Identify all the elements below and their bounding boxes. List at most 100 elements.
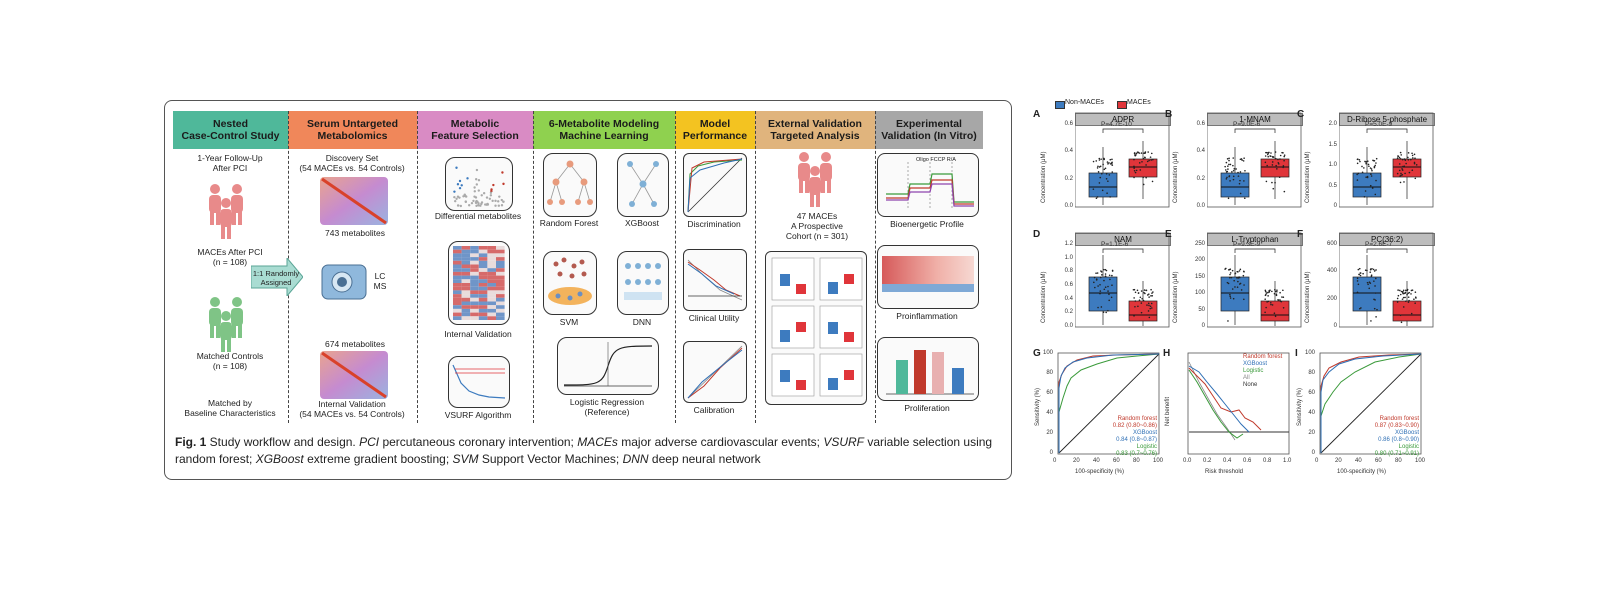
legend-swatch xyxy=(1117,101,1127,109)
assign-arrow-icon xyxy=(251,258,303,296)
workflow-column: Serum Untargeted Metabolomics xyxy=(288,111,417,423)
p-value-label: P=1.1E-6 xyxy=(1101,241,1129,248)
column-header: Experimental Validation (In Vitro) xyxy=(875,111,983,149)
boxplot-svg xyxy=(1075,112,1170,208)
column-header: Nested Case-Control Study xyxy=(173,111,288,149)
panel-letter: D xyxy=(1033,229,1041,240)
discovery-text: Discovery Set (54 MACEs vs. 54 Controls) xyxy=(299,153,405,173)
caption-text: major adverse cardiovascular events; xyxy=(617,435,824,449)
curve-svg xyxy=(1187,352,1290,455)
y-tick-label: 0 xyxy=(1333,203,1337,209)
column-divider xyxy=(533,111,534,423)
column-header: Model Performance xyxy=(675,111,755,149)
curve-legend-entry: Logistic xyxy=(1136,444,1157,450)
dnn-text: DNN xyxy=(632,317,652,327)
clinical-utility-thumb xyxy=(683,249,747,311)
controls-people-icon xyxy=(209,297,243,352)
x-tick-label: 20 xyxy=(1335,458,1342,464)
column-divider xyxy=(755,111,756,423)
metabolites-743-text: 743 metabolites xyxy=(324,228,385,238)
x-tick-label: 80 xyxy=(1395,458,1402,464)
curve-legend-entry: Logistic xyxy=(1243,368,1264,374)
heatmap-thumb xyxy=(448,241,510,325)
caption-abbr: VSURF xyxy=(823,435,865,449)
curve-legend-entry: XGBoost xyxy=(1394,430,1419,436)
curve-legend-entry: 0.80 (0.71~0.91) xyxy=(1374,451,1419,457)
workflow-column: Experimental Validation (In Vitro) xyxy=(875,111,983,423)
boxplot-svg xyxy=(1339,112,1434,208)
y-tick-label: 60 xyxy=(1308,390,1315,396)
seahorse-labels: Oligo FCCP R/A xyxy=(916,157,956,163)
p-value-label: P=5.0E-9 xyxy=(1365,121,1393,128)
boxplot-svg xyxy=(1339,232,1434,328)
targeted-boxplots-thumb xyxy=(765,251,867,405)
y-tick-label: 40 xyxy=(1308,410,1315,416)
y-axis-label: Concentration (μM) xyxy=(1173,151,1179,203)
y-tick-label: 0.0 xyxy=(1196,203,1205,209)
lr-text: Logistic Regression (Reference) xyxy=(569,397,645,417)
calibration-text: Calibration xyxy=(693,405,735,415)
logistic-curve-thumb xyxy=(557,337,659,395)
random-forest-thumb xyxy=(543,153,597,217)
panel-title: NAM xyxy=(1075,233,1171,246)
y-tick-label: 60 xyxy=(1046,390,1053,396)
boxplot-svg xyxy=(1207,232,1302,328)
y-tick-label: 600 xyxy=(1326,241,1337,247)
y-tick-label: 100 xyxy=(1042,350,1053,356)
panel-letter: C xyxy=(1297,109,1305,120)
y-tick-label: 20 xyxy=(1046,430,1053,436)
maces-text: MACEs After PCI (n = 108) xyxy=(197,247,263,267)
vsurf-plot-thumb xyxy=(448,356,510,408)
column-header: Metabolic Feature Selection xyxy=(417,111,533,149)
x-tick-label: 20 xyxy=(1073,458,1080,464)
lcms-text: LC MS xyxy=(373,271,387,291)
y-tick-label: 0.6 xyxy=(1064,121,1073,127)
curve-svg xyxy=(1057,352,1160,455)
y-tick-label: 20 xyxy=(1308,430,1315,436)
column-header: Serum Untargeted Metabolomics xyxy=(288,111,417,149)
y-axis-label: Concentration (μM) xyxy=(1041,151,1047,203)
caption-abbr: PCI xyxy=(359,435,380,449)
column-divider xyxy=(417,111,418,423)
y-tick-label: 2.0 xyxy=(1328,121,1337,127)
p-value-label: P=4.7E-10 xyxy=(1101,121,1132,128)
y-tick-label: 0.2 xyxy=(1064,175,1073,182)
x-tick-label: 100 xyxy=(1153,458,1164,464)
curve-legend-entry: Logistic xyxy=(1398,444,1419,450)
column-header: 6-Metabolite Modeling Machine Learning xyxy=(533,111,675,149)
controls-text: Matched Controls (n = 108) xyxy=(196,351,264,371)
boxplot-svg xyxy=(1075,232,1170,328)
heatmap-discovery xyxy=(320,177,388,225)
curve-legend-entry: Random forest xyxy=(1379,416,1419,422)
workflow-column: External Validation Targeted Analysis xyxy=(755,111,875,423)
y-axis-label: Net benefit xyxy=(1165,396,1171,426)
proliferation-thumb xyxy=(877,337,979,401)
column-divider xyxy=(675,111,676,423)
x-tick-label: 0.0 xyxy=(1183,458,1192,464)
proinflammation-thumb xyxy=(877,245,979,309)
y-tick-label: 50 xyxy=(1198,306,1205,313)
y-tick-label: 0 xyxy=(1333,323,1337,329)
x-tick-label: 0.4 xyxy=(1223,458,1232,464)
y-axis-label: Concentration (μM) xyxy=(1305,151,1311,203)
legend-swatch xyxy=(1055,101,1065,109)
caption-label: Fig. 1 xyxy=(175,435,207,449)
dnn-thumb xyxy=(617,251,669,315)
x-tick-label: 40 xyxy=(1355,458,1362,464)
curve-legend-entry: 0.84 (0.8~0.87) xyxy=(1116,437,1157,443)
heatmap-internal xyxy=(320,351,388,399)
panel-letter: F xyxy=(1297,229,1304,240)
y-tick-label: 150 xyxy=(1194,273,1205,280)
xgboost-thumb xyxy=(617,153,669,217)
y-axis-label: Concentration (μM) xyxy=(1173,271,1179,323)
y-tick-label: 0.2 xyxy=(1196,175,1205,182)
y-tick-label: 1.5 xyxy=(1328,141,1337,148)
discrimination-text: Discrimination xyxy=(687,219,741,229)
x-tick-label: 0 xyxy=(1053,458,1057,464)
curve-legend-entry: 0.82 (0.80~0.86) xyxy=(1112,423,1157,429)
panel-letter: A xyxy=(1033,109,1041,120)
